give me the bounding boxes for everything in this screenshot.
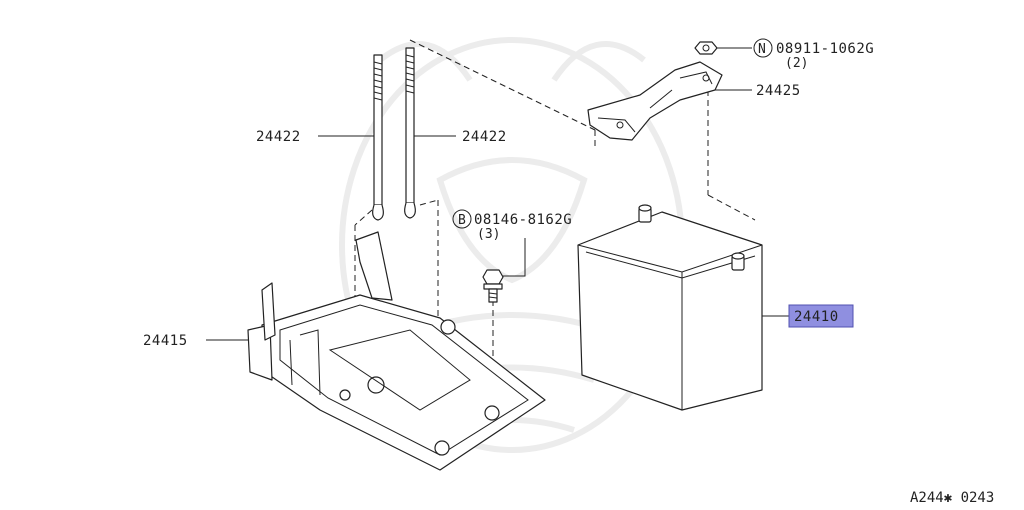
label-rod-right[interactable]: 24422	[462, 129, 507, 145]
label-nut[interactable]: N 08911-1062G (2)	[753, 38, 874, 71]
leader-lines	[206, 47, 790, 341]
diagram-reference: A244✱ 0243	[910, 490, 994, 506]
label-frame[interactable]: 24425	[756, 83, 801, 99]
bolt-part[interactable]	[482, 269, 504, 303]
label-rod-left[interactable]: 24422	[256, 129, 301, 145]
bolt-number: 08146-8162G	[474, 212, 572, 228]
tray-part[interactable]	[247, 231, 546, 471]
nut-part[interactable]	[694, 41, 718, 55]
label-battery[interactable]: 24410	[788, 304, 854, 328]
battery-label-highlight	[788, 304, 854, 328]
label-tray[interactable]: 24415	[143, 333, 188, 349]
bolt-symbol: B	[458, 213, 466, 228]
label-bolt[interactable]: B 08146-8162G (3)	[452, 209, 572, 242]
battery-part[interactable]	[577, 204, 763, 411]
battery-number: 24410	[794, 309, 839, 325]
bolt-qty: (3)	[477, 227, 500, 242]
nut-symbol: N	[758, 42, 766, 57]
frame-part[interactable]	[587, 61, 723, 141]
nut-number: 08911-1062G	[776, 41, 874, 57]
nut-qty: (2)	[785, 56, 808, 71]
rod-right[interactable]	[404, 47, 416, 219]
rod-left[interactable]	[372, 54, 384, 221]
